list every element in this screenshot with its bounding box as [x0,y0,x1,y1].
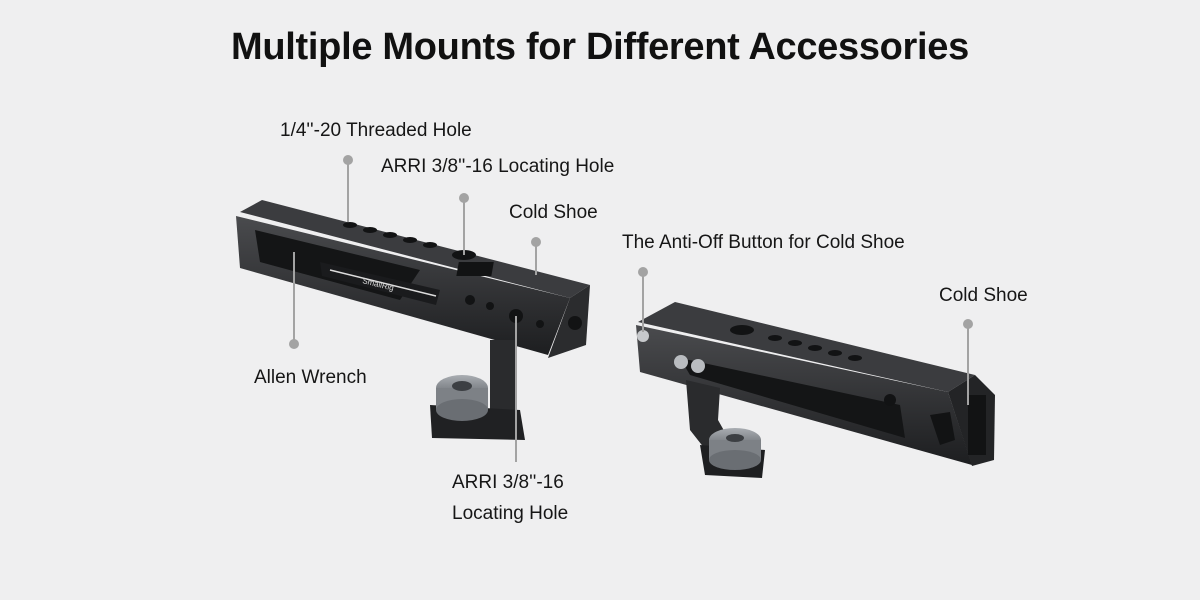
label-arri-bottom-2: Locating Hole [452,503,569,524]
handle-right [636,302,995,478]
callout-line-allen-wrench [289,252,299,349]
handle-left: SmallRig [236,200,590,440]
callout-line-anti-off [638,267,648,332]
label-arri-bottom-1: ARRI 3/8''-16 [452,472,564,493]
page-title: Multiple Mounts for Different Accessorie… [231,26,969,68]
handle-left-top [240,200,590,298]
label-allen-wrench: Allen Wrench [254,367,367,388]
label-cold-shoe-left: Cold Shoe [509,202,598,223]
callout-line-threaded-hole [343,155,353,222]
callout-line-cold-shoe-left [531,237,541,275]
handle-right-top [638,302,975,392]
callout-line-arri-top [459,193,469,255]
label-anti-off-button: The Anti-Off Button for Cold Shoe [622,232,905,253]
label-cold-shoe-right: Cold Shoe [939,285,1028,306]
label-arri-top: ARRI 3/8''-16 Locating Hole [381,156,615,177]
callout-line-cold-shoe-right [963,319,973,405]
label-threaded-hole: 1/4''-20 Threaded Hole [280,120,472,141]
